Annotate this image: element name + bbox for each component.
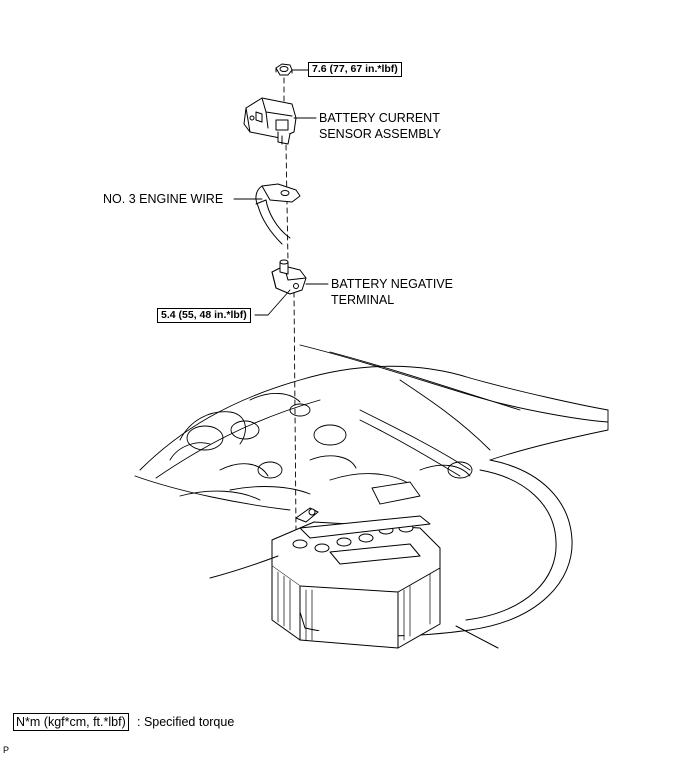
sensor-label-line2: SENSOR ASSEMBLY bbox=[319, 127, 442, 141]
legend-unit-box: N*m (kgf*cm, ft.*lbf) bbox=[13, 713, 129, 731]
terminal-label-line2: TERMINAL bbox=[331, 293, 395, 307]
sensor-label-line1: BATTERY CURRENT bbox=[319, 111, 440, 125]
engine-wire-label: NO. 3 ENGINE WIRE bbox=[103, 192, 224, 206]
nut-torque-spec: 7.6 (77, 67 in.*lbf) bbox=[308, 62, 402, 77]
engine-wire-icon bbox=[255, 183, 301, 245]
terminal-label-line1: BATTERY NEGATIVE bbox=[331, 277, 454, 291]
assembly-axis-line bbox=[283, 77, 297, 531]
current-sensor-icon bbox=[243, 97, 297, 145]
negative-terminal-icon bbox=[271, 259, 307, 295]
figure-code: P bbox=[3, 745, 10, 755]
legend-description: : Specified torque bbox=[137, 715, 235, 729]
terminal-torque-spec: 5.4 (55, 48 in.*lbf) bbox=[157, 308, 251, 323]
engine-compartment-icon bbox=[134, 344, 609, 511]
nut-icon bbox=[275, 63, 293, 76]
leader-lines bbox=[233, 69, 329, 316]
battery-icon bbox=[209, 507, 441, 649]
